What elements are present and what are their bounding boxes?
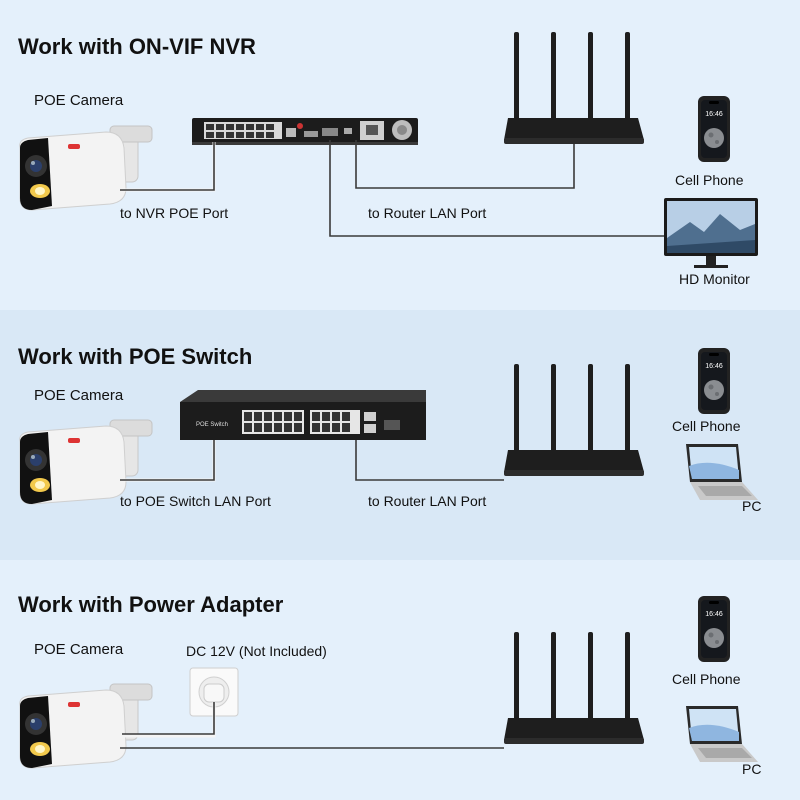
section-1-link-router: to Router LAN Port (368, 205, 486, 221)
wire-camera-to-nvr (120, 142, 215, 191)
wire-camera-to-switch (120, 440, 215, 481)
section-3-laptop-icon (686, 706, 758, 762)
power-cable (122, 702, 215, 735)
section-3-device-2-label: PC (742, 761, 761, 777)
section-2-device-1-label: Cell Phone (672, 418, 741, 434)
section-2-camera-label: POE Camera (34, 387, 124, 404)
section-2-phone-time: 16:46 (705, 363, 723, 370)
section-1-device-2-label: HD Monitor (679, 271, 750, 287)
section-3-phone-time: 16:46 (705, 611, 723, 618)
section-1-router-icon (504, 32, 644, 144)
section-2-device-2-label: PC (742, 498, 761, 514)
monitor-icon (664, 198, 758, 268)
section-2-laptop-icon (686, 444, 758, 500)
wire-switch-to-router (355, 440, 504, 481)
nvr-icon (192, 118, 418, 145)
poe-switch-icon (180, 390, 426, 440)
section-3-router-icon (504, 632, 644, 744)
section-1-link-camera: to NVR POE Port (120, 205, 228, 221)
section-2-camera-icon (19, 419, 153, 505)
section-adapter-background (0, 560, 800, 800)
section-2-title: Work with POE Switch (18, 344, 252, 369)
wire-nvr-to-monitor (329, 140, 666, 237)
section-3-camera-icon (19, 683, 153, 769)
section-3-power-label: DC 12V (Not Included) (186, 643, 327, 659)
section-3-phone-icon (698, 596, 730, 662)
section-3-device-1-label: Cell Phone (672, 671, 741, 687)
section-1-phone-icon (698, 96, 730, 162)
section-1-title: Work with ON-VIF NVR (18, 34, 256, 59)
wall-outlet-icon (189, 667, 239, 717)
section-1-device-1-label: Cell Phone (675, 172, 744, 188)
section-3-title: Work with Power Adapter (18, 592, 284, 617)
section-2-phone-icon (698, 348, 730, 414)
section-2-link-camera: to POE Switch LAN Port (120, 493, 271, 509)
section-1-camera-label: POE Camera (34, 92, 124, 109)
section-3-camera-label: POE Camera (34, 641, 124, 658)
section-1-camera-icon (19, 125, 153, 211)
section-2-link-router: to Router LAN Port (368, 493, 486, 509)
section-2-router-icon (504, 364, 644, 476)
poe-switch-label: POE Switch (196, 422, 228, 428)
wire-nvr-to-router (355, 140, 575, 189)
section-1-phone-time: 16:46 (705, 111, 723, 118)
